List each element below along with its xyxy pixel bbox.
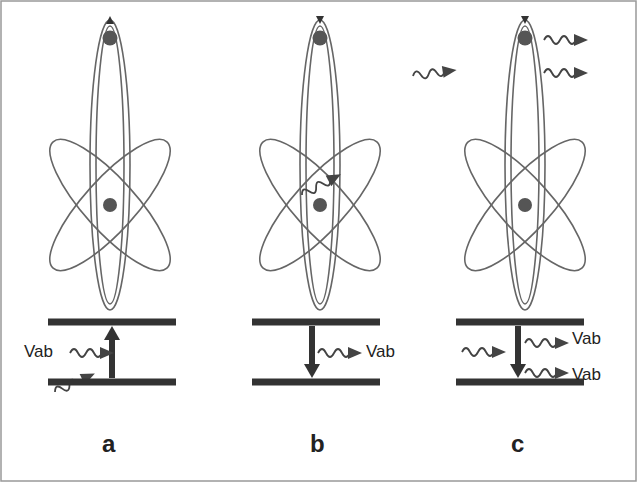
panel-letter: a [102,432,115,456]
frequency-label: Vab [24,343,53,360]
frequency-label: Vab [572,366,601,383]
frequency-label: Vab [366,343,395,360]
frequency-label: Vab [572,330,601,347]
panel-letter: c [511,432,524,456]
panel-letter: b [310,432,325,456]
